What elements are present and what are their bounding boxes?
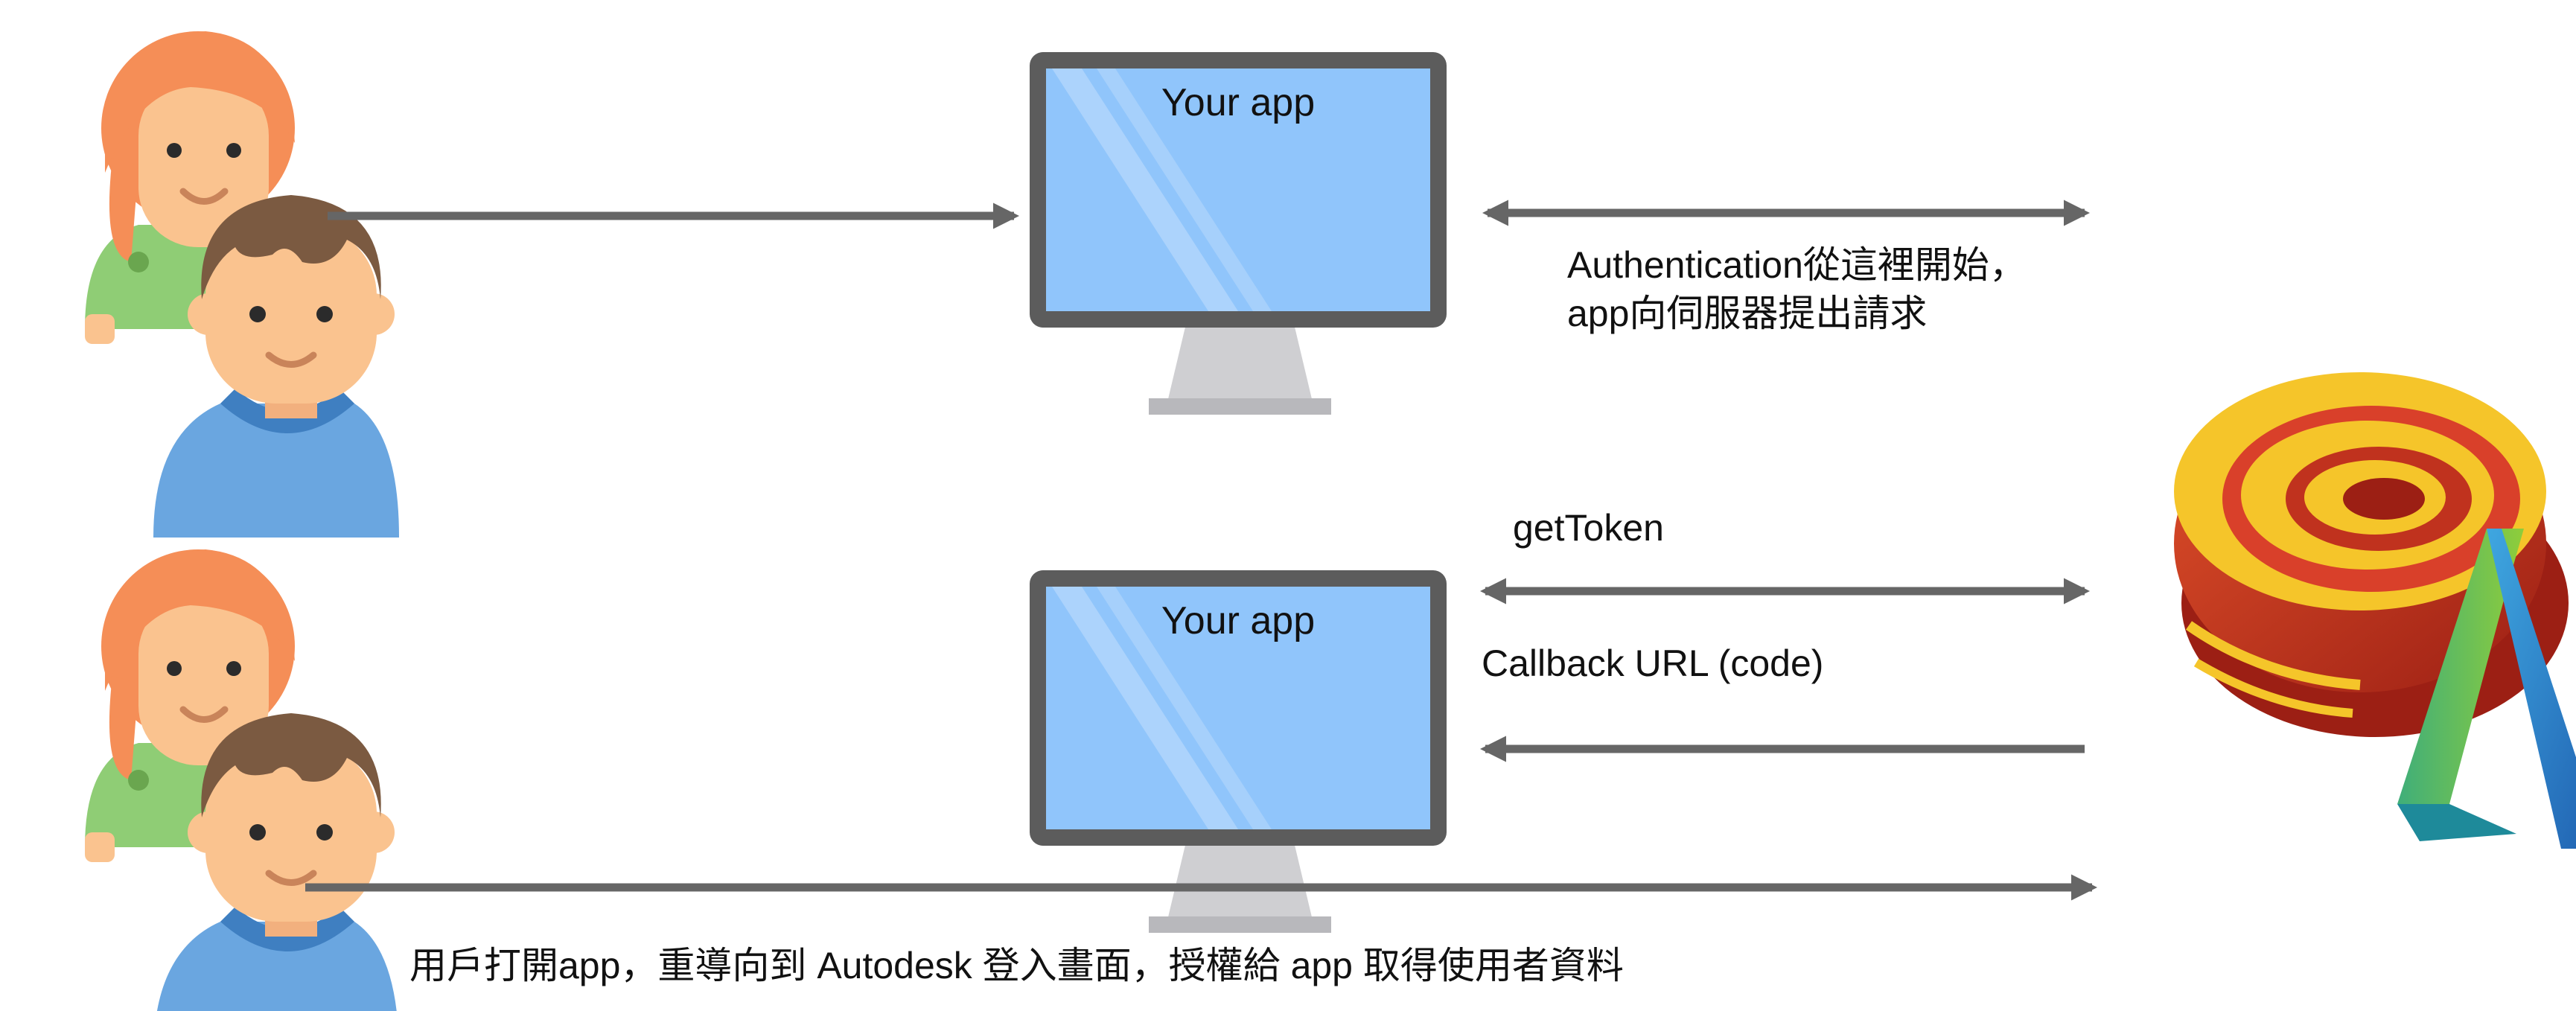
get-token-label: getToken xyxy=(1513,507,1664,549)
auth-note-line2: app向伺服器提出請求 xyxy=(1567,293,1928,334)
auth-note-line1: Authentication從這裡開始， xyxy=(1567,244,2027,286)
callback-url-label: Callback URL (code) xyxy=(1482,642,1824,684)
autodesk-logo-icon xyxy=(2174,372,2576,849)
app-title-bottom: Your app xyxy=(1161,599,1316,642)
users-icon-top xyxy=(85,31,399,538)
app-title-top: Your app xyxy=(1161,81,1316,124)
flow-caption: 用戶打開app，重導向到 Autodesk 登入畫面，授權給 app 取得使用者… xyxy=(409,945,1624,986)
users-icon-bottom xyxy=(85,549,399,1011)
